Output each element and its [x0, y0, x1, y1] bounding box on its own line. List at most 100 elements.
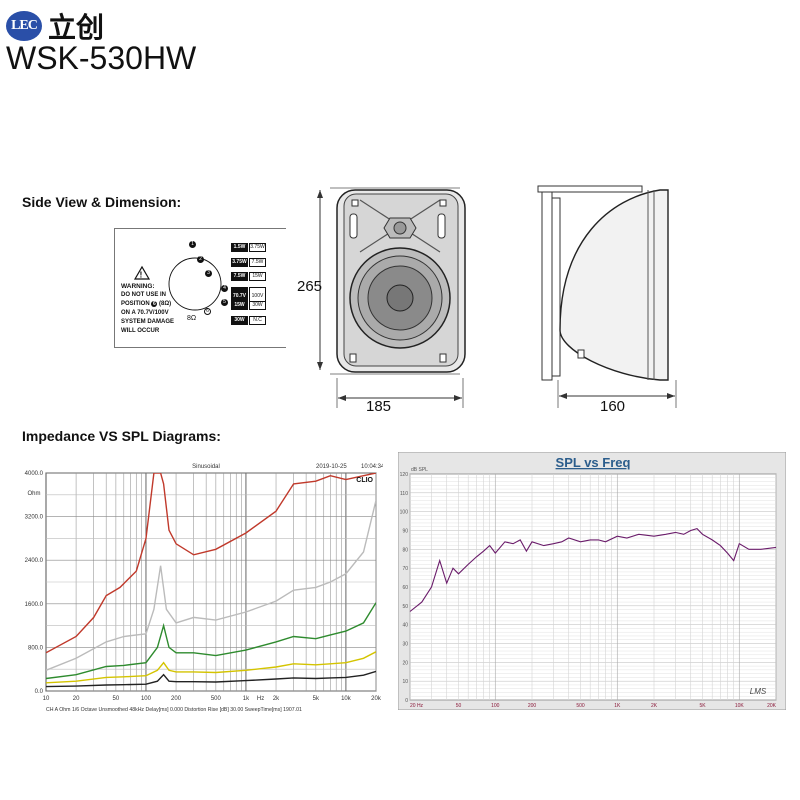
- tap-number: 1: [189, 241, 196, 248]
- spl-x-tick-label: 5K: [699, 703, 706, 709]
- tap-number: 4: [221, 284, 228, 292]
- ohm-label: 8Ω: [187, 315, 197, 322]
- warning-line: DO NOT USE IN: [121, 292, 167, 298]
- impedance-series-line: [46, 651, 376, 684]
- x-tick-label: 20k: [371, 696, 382, 702]
- spl-series-line: [409, 527, 777, 612]
- spl-x-tick-label: 50: [456, 703, 462, 709]
- spl-y-tick-label: 20: [402, 660, 408, 666]
- chart-header-time: 10:04:34: [361, 464, 383, 470]
- warning-line-position: POSITION 6 (8Ω): [121, 301, 172, 307]
- x-tick-label: 50: [113, 696, 120, 702]
- tap-70v-value: 30W: [231, 315, 248, 325]
- impedance-series-line: [46, 670, 376, 688]
- cabinet-profile: [559, 189, 669, 381]
- spl-y-tick-label: 60: [402, 585, 408, 591]
- impedance-series-line: [46, 473, 376, 654]
- spl-x-tick-label: 500: [576, 703, 585, 709]
- y-tick-label: 3200.0: [25, 515, 44, 521]
- x-tick-label: 5k: [313, 696, 320, 702]
- x-tick-label: Hz: [257, 696, 264, 702]
- tap-100v-value: 3.75W: [249, 243, 266, 252]
- warning-line: ON A 70.7V/100V: [121, 310, 169, 316]
- y-tick-label: 1600.0: [25, 602, 44, 608]
- x-tick-label: 10: [43, 696, 50, 702]
- impedance-series-line: [46, 500, 376, 671]
- y-tick-label: 0.0: [35, 689, 44, 695]
- spl-y-tick-label: 50: [402, 604, 408, 610]
- spl-x-tick-label: 10K: [735, 703, 745, 709]
- section-impedance-title: Impedance VS SPL Diagrams:: [22, 428, 221, 444]
- spl-y-tick-label: 0: [405, 698, 408, 704]
- warning-line: SYSTEM DAMAGE: [121, 319, 175, 325]
- tap-selector-panel: ! WARNING: DO NOT USE IN POSITION 6 (8Ω)…: [114, 228, 286, 348]
- spl-chart-title: SPL vs Freq: [556, 455, 631, 470]
- tap-70v-value: 70.7V: [231, 286, 248, 305]
- height-dimension-label: 265: [297, 278, 323, 295]
- tap-100v-value: 7.5W: [249, 257, 266, 267]
- chart-footer: CH A Ohm 1/6 Octave Unsmoothed 48kHz Del…: [46, 707, 302, 713]
- tap-panel-graphic: !: [133, 257, 222, 311]
- spl-y-tick-label: 10: [402, 679, 408, 685]
- brand-name-cn: 立创: [48, 11, 105, 44]
- warning-text: DO NOT USE IN POSITION 6 (8Ω) ON A 70.7V…: [121, 291, 174, 336]
- spl-y-axis-label: dB SPL: [411, 467, 428, 473]
- chart-header-date: 2019-10-25: [316, 464, 347, 470]
- x-tick-label: 200: [171, 696, 182, 702]
- y-tick-label: 800.0: [28, 645, 44, 651]
- spl-y-tick-label: 70: [402, 566, 408, 572]
- spl-y-tick-label: 80: [402, 547, 408, 553]
- tap-100v-value: N.C: [249, 315, 266, 325]
- spl-x-tick-label: 20 Hz: [410, 703, 424, 709]
- x-tick-label: 10k: [341, 696, 352, 702]
- x-tick-label: 100: [141, 696, 152, 702]
- ohm-tap-number: 6: [204, 308, 211, 315]
- brand-logo: LEC 立创: [6, 6, 104, 46]
- spl-y-tick-label: 110: [400, 491, 408, 497]
- x-tick-label: 1k: [243, 696, 250, 702]
- tap-number: 3: [205, 270, 212, 277]
- warning-exclamation: !: [140, 271, 143, 280]
- tap-number: 5: [221, 299, 228, 306]
- spl-y-tick-label: 100: [400, 510, 409, 516]
- x-tick-label: 20: [73, 696, 80, 702]
- warning-triangle-icon: [133, 265, 151, 280]
- tap-70v-value: 15W: [231, 301, 248, 310]
- lec-logo-icon: LEC: [6, 11, 42, 41]
- spl-y-tick-label: 120: [400, 472, 409, 478]
- spl-y-tick-label: 90: [402, 529, 408, 535]
- impedance-series-line: [46, 602, 376, 680]
- spl-x-tick-label: 2K: [651, 703, 658, 709]
- tap-70v-value: 7.5W: [231, 272, 248, 281]
- chart-header-mode: Sinusoidal: [192, 464, 220, 470]
- x-tick-label: 2k: [273, 696, 280, 702]
- wall-bracket: [541, 192, 553, 381]
- width-dimension-label: 185: [366, 398, 392, 415]
- model-number: WSK-530HW: [6, 40, 197, 76]
- spl-x-tick-label: 200: [528, 703, 537, 709]
- depth-dimension-label: 160: [600, 398, 626, 415]
- spl-y-tick-label: 40: [402, 623, 408, 629]
- tap-100v-value: 15W: [249, 272, 266, 281]
- tap-70v-value: 3.75W: [231, 257, 248, 267]
- lms-watermark: LMS: [750, 687, 767, 696]
- x-tick-label: 500: [211, 696, 222, 702]
- spl-x-tick-label: 20K: [767, 703, 777, 709]
- rotary-switch-outline: [168, 257, 222, 311]
- y-tick-label: 4000.0: [25, 471, 44, 477]
- section-side-view-title: Side View & Dimension:: [22, 194, 182, 210]
- tap-number: 2: [197, 255, 204, 263]
- warning-title: WARNING:: [121, 283, 155, 290]
- spl-y-tick-label: 30: [402, 642, 408, 648]
- clio-brand-tag: CLIO: [356, 477, 373, 484]
- tap-70v-value: 1.5W: [231, 243, 248, 252]
- spl-x-tick-label: 100: [491, 703, 500, 709]
- tap-100v-value: 30W: [249, 301, 266, 310]
- speaker-side-view: [537, 185, 677, 408]
- speaker-front-view: [317, 187, 466, 408]
- warning-line: WILL OCCUR: [121, 328, 160, 334]
- y-axis-unit: Ohm: [27, 491, 40, 497]
- spl-x-tick-label: 1K: [614, 703, 621, 709]
